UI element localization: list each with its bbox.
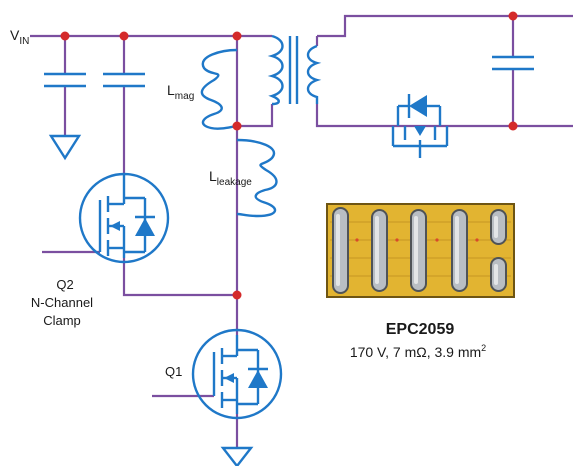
chip-photo-icon bbox=[326, 203, 515, 298]
wires bbox=[30, 14, 573, 448]
q2-type-label: N-Channel bbox=[31, 295, 93, 310]
q1-name-label: Q1 bbox=[165, 364, 182, 379]
lmag-inductor-icon bbox=[200, 48, 238, 130]
output-capacitor-icon bbox=[492, 55, 534, 71]
capacitor-c1-icon bbox=[44, 72, 86, 88]
lleakage-inductor-icon bbox=[236, 138, 278, 218]
lleakage-label: Lleakage bbox=[209, 168, 252, 188]
q2-role-label: Clamp bbox=[43, 313, 81, 328]
ground-icon-q1 bbox=[220, 446, 254, 466]
q2-name-label: Q2 bbox=[56, 277, 73, 292]
vin-label: VIN bbox=[10, 27, 29, 47]
transformer-icon bbox=[267, 34, 322, 106]
junction-nodes bbox=[60, 11, 518, 300]
part-spec-label: 170 V, 7 mΩ, 3.9 mm2 bbox=[350, 343, 486, 360]
ground-icon-input bbox=[48, 134, 82, 161]
capacitor-c2-icon bbox=[103, 72, 145, 88]
part-number-label: EPC2059 bbox=[386, 321, 455, 338]
q1-mosfet-icon bbox=[191, 328, 283, 420]
q2-mosfet-icon bbox=[78, 172, 170, 264]
secondary-rectifier-mosfet-icon bbox=[391, 94, 449, 158]
lmag-label: Lmag bbox=[167, 82, 194, 102]
